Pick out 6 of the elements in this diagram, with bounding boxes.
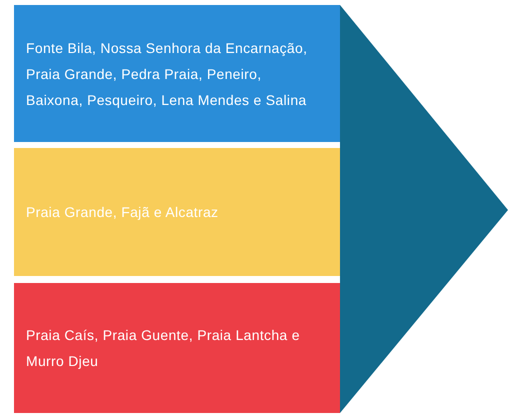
block-text: Fonte Bila, Nossa Senhora da Encarnação, Praia Grande, Pedra Praia, Peneiro, Baixona, Pesqueiro, Lena Mendes e Salina — [26, 38, 308, 110]
color-block — [14, 148, 340, 276]
block-text: Praia Caís, Praia Guente, Praia Lantcha e Murro Djeu — [26, 326, 301, 371]
color-block — [14, 5, 340, 142]
block-text: Praia Grande, Fajã e Alcatraz — [26, 203, 220, 222]
color-block — [14, 283, 340, 413]
